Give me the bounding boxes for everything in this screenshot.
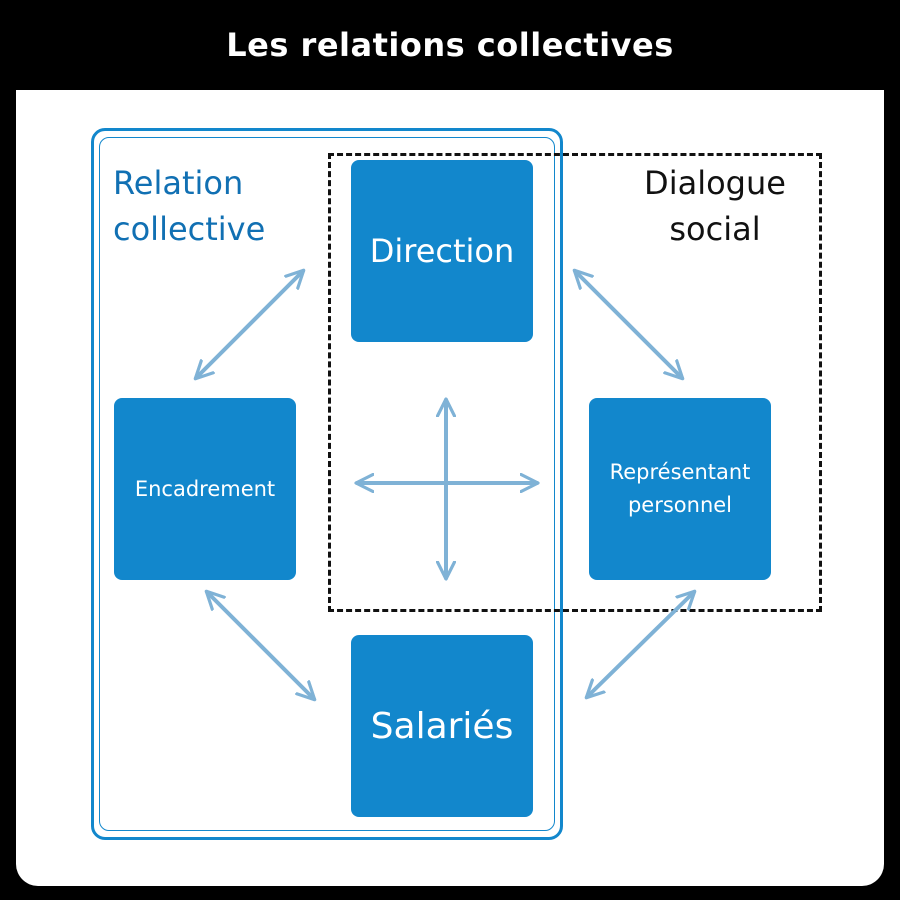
salaries-node: Salariés [351,635,533,817]
dialogue-social-label-line2: social [669,210,761,248]
arrow-direction-representant [575,271,682,378]
arrow-encadrement-direction [196,271,303,378]
representant-node: Représentant personnel [589,398,771,580]
relation-collective-frame [91,128,563,840]
direction-node: Direction [351,160,533,342]
dialogue-social-label-line1: Dialogue [644,164,786,202]
representant-node-label-line2: personnel [627,493,733,517]
arrow-encadrement-salaries [207,592,314,699]
representant-node-label-line1: Représentant [609,460,751,484]
encadrement-node: Encadrement [114,398,296,580]
direction-node-label: Direction [369,232,515,270]
dialogue-social-label: Dialogue social [630,160,800,252]
relation-collective-label-line1: Relation [113,164,244,202]
encadrement-node-label: Encadrement [134,477,276,501]
arrow-salaries-representant [587,592,694,697]
relation-collective-label-line2: collective [113,210,266,248]
relation-collective-frame-inner [99,137,555,831]
relation-collective-label: Relation collective [113,160,265,252]
dialogue-social-frame [328,153,822,612]
salaries-node-label: Salariés [370,705,514,747]
page-title: Les relations collectives [226,26,674,64]
